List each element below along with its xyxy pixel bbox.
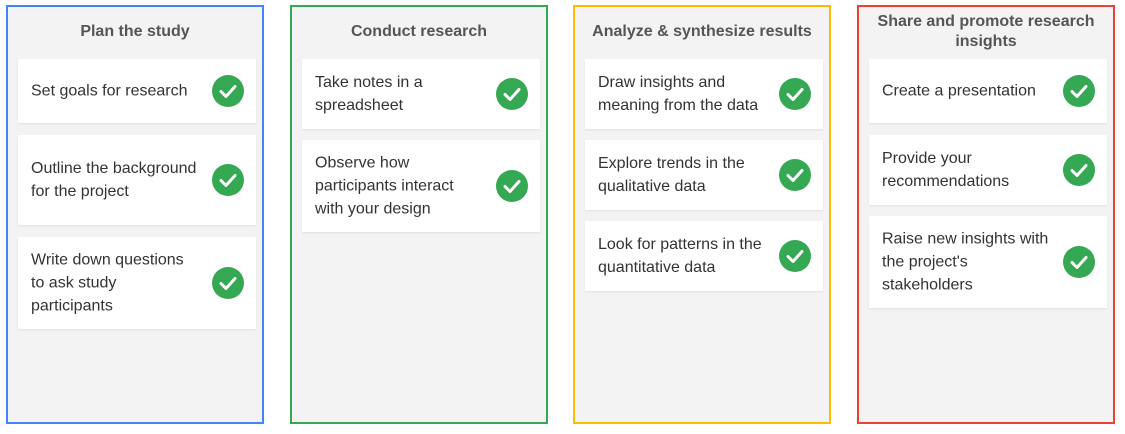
card-text: Raise new insights with the project's st… bbox=[882, 230, 1049, 294]
card-text: Observe how participants interact with y… bbox=[315, 154, 454, 218]
card-text: Create a presentation bbox=[882, 82, 1036, 100]
card-item: Create a presentation bbox=[869, 59, 1107, 123]
card-item: Outline the background for the project bbox=[18, 135, 256, 225]
check-icon bbox=[496, 170, 528, 202]
check-icon bbox=[1063, 246, 1095, 278]
column-title: Plan the study bbox=[80, 23, 190, 40]
column-share-promote: Share and promote research insights Crea… bbox=[857, 5, 1115, 424]
check-icon bbox=[779, 78, 811, 110]
check-icon bbox=[212, 267, 244, 299]
card-text: Set goals for research bbox=[31, 82, 188, 100]
card-item: Write down questions to ask study partic… bbox=[18, 237, 256, 329]
card-text: Explore trends in the qualitative data bbox=[598, 155, 745, 195]
column-title: Analyze & synthesize results bbox=[592, 23, 812, 40]
card-item: Draw insights and meaning from the data bbox=[585, 59, 823, 129]
card-text: Write down questions to ask study partic… bbox=[31, 251, 184, 315]
column-title: Share and promote research insights bbox=[877, 13, 1095, 50]
card-item: Take notes in a spreadsheet bbox=[302, 59, 540, 129]
check-icon bbox=[1063, 75, 1095, 107]
check-icon bbox=[779, 240, 811, 272]
card-item: Look for patterns in the quantitative da… bbox=[585, 221, 823, 291]
card-item: Explore trends in the qualitative data bbox=[585, 140, 823, 210]
check-icon bbox=[1063, 154, 1095, 186]
column-plan-the-study: Plan the study Set goals for research Ou… bbox=[6, 5, 264, 424]
column-analyze-synthesize: Analyze & synthesize results Draw insigh… bbox=[573, 5, 831, 424]
card-text: Look for patterns in the quantitative da… bbox=[598, 236, 762, 276]
card-item: Set goals for research bbox=[18, 59, 256, 123]
column-conduct-research: Conduct research Take notes in a spreads… bbox=[290, 5, 548, 424]
check-icon bbox=[496, 78, 528, 110]
card-text: Outline the background for the project bbox=[31, 160, 197, 200]
card-text: Provide your recommendations bbox=[882, 150, 1010, 190]
card-item: Observe how participants interact with y… bbox=[302, 140, 540, 232]
card-text: Draw insights and meaning from the data bbox=[598, 74, 759, 114]
column-title: Conduct research bbox=[350, 23, 488, 40]
check-icon bbox=[212, 164, 244, 196]
check-icon bbox=[779, 159, 811, 191]
card-text: Take notes in a spreadsheet bbox=[315, 74, 423, 114]
card-item: Raise new insights with the project's st… bbox=[869, 216, 1107, 308]
card-item: Provide your recommendations bbox=[869, 135, 1107, 205]
check-icon bbox=[212, 75, 244, 107]
